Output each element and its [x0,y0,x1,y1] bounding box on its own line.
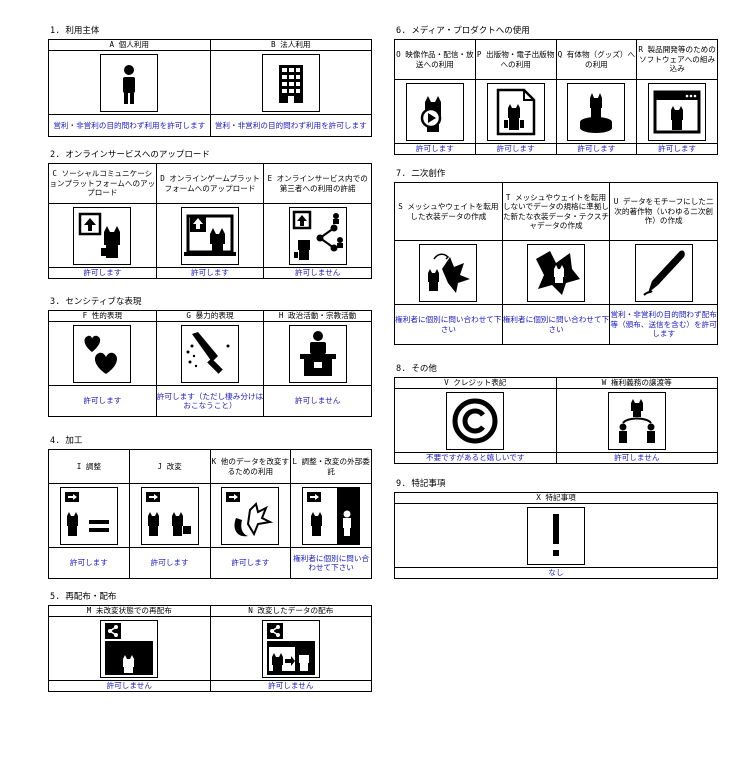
section-title: 5. 再配布・配布 [50,592,117,602]
license-table: X 特記事項 なし [394,492,718,579]
status-text: 許可します [394,143,476,155]
section-title: 2. オンラインサービスへのアップロード [50,150,210,160]
video-icon [405,82,464,141]
column-header: M 未改変状態での再配布 [48,605,211,617]
license-table: I 調整 J 改変 K 他のデータを改変するための利用 L 調整・改変の外部委託 [48,449,372,579]
column-header: R 製品開発等のためのソフトウェアへの組み込み [636,39,718,80]
status-text: 不要ですがあると嬉しいです [394,452,557,464]
status-text: 許可します [474,143,557,155]
section-title: 1. 利用主体 [50,26,100,36]
column-header: B 法人利用 [209,39,372,51]
status-text: 許可しません [555,452,718,464]
knife-icon [180,324,239,383]
status-text: 営利・非営利の目的問わず配布等（頒布、送信を含む）を許可します [609,304,718,345]
adjust-icon [59,486,118,545]
hearts-icon [73,324,132,383]
column-header: U データをモチーフにした二次的著作物（いわゆる二次創作）の作成 [609,182,718,241]
column-header: Q 有体物（グッズ）への利用 [555,39,638,80]
status-text: 許可します [48,547,130,579]
license-table: V クレジット表記 W 権利義務の譲渡等 不要ですがあると嬉しいです 許可しませ… [394,377,718,464]
section-title: 6. メディア・プロダクトへの使用 [396,26,530,36]
upload-game-icon [180,206,239,265]
section-usage-subject: 1. 利用主体 A 個人利用 B 法人利用 営利・非営利の目的問わず [48,26,372,137]
copyright-icon [446,391,505,450]
exclamation-icon [527,506,585,565]
section-title: 3. センシティブな表現 [50,297,142,307]
third-party-icon [288,206,347,265]
section-derivative-works: 7. 二次創作 S メッシュやウェイトを転用した衣装データの作成 T メッシュや… [394,169,718,345]
mesh-icon [419,243,478,302]
status-text: 営利・非営利の目的問わず利用を許可します [48,114,211,137]
section-media-products: 6. メディア・プロダクトへの使用 O 映像作品・配信・放送への利用 P 出版物… [394,26,718,155]
distribute-modified-icon [261,619,320,678]
status-text: 営利・非営利の目的問わず利用を許可します [209,114,372,137]
license-table: C ソーシャルコミュニケーションプラットフォームへのアップロード D オンライン… [48,163,372,279]
section-title: 9. 特記事項 [396,479,446,489]
texture-icon [526,243,585,302]
column-header: H 政治活動・宗教活動 [263,310,372,322]
column-header: L 調整・改変の外部委託 [290,449,372,484]
section-special-notes: 9. 特記事項 X 特記事項 なし [394,479,718,579]
status-text: 許可します [636,143,718,155]
status-text: 許可しません [209,680,372,692]
license-table: S メッシュやウェイトを転用した衣装データの作成 T メッシュやウェイトを転用し… [394,182,718,345]
column-header: X 特記事項 [394,492,718,504]
column-header: J 改変 [128,449,211,484]
column-header: C ソーシャルコミュニケーションプラットフォームへのアップロード [48,163,157,204]
status-text: 権利者に個別に問い合わせて下さい [290,547,372,579]
section-title: 7. 二次創作 [396,169,446,179]
column-header: O 映像作品・配信・放送への利用 [394,39,476,80]
podium-icon [288,324,347,383]
column-header: V クレジット表記 [394,377,557,389]
transfer-icon [607,391,666,450]
column-header: N 改変したデータの配布 [209,605,372,617]
status-text: 許可します [155,267,265,279]
column-header: F 性的表現 [48,310,157,322]
outsource-icon [302,486,361,545]
status-text: 権利者に個別に問い合わせて下さい [501,304,611,345]
column-header: P 出版物・電子出版物への利用 [474,39,557,80]
goods-icon [567,82,626,141]
section-processing: 4. 加工 I 調整 J 改変 K 他のデータを改変するための利用 L 調整・改… [48,436,372,579]
column-header: G 暴力的表現 [155,310,265,322]
column-header: K 他のデータを改変するための利用 [209,449,292,484]
column-header: S メッシュやウェイトを転用した衣装データの作成 [394,182,503,241]
status-text: なし [394,567,718,579]
section-title: 4. 加工 [50,436,83,446]
pen-icon [634,243,693,302]
person-icon [100,53,159,112]
license-table: O 映像作品・配信・放送への利用 P 出版物・電子出版物への利用 Q 有体物（グ… [394,39,718,155]
section-redistribution: 5. 再配布・配布 M 未改変状態での再配布 N 改変したデータの配布 [48,592,372,692]
column-header: I 調整 [48,449,130,484]
modify-icon [140,486,199,545]
status-text: 許可します（ただし棲み分けはおこなうこと） [155,385,265,417]
column-header: T メッシュやウェイトを転用しないでデータの規格に準拠した新たな衣装データ・テク… [501,182,611,241]
status-text: 許可します [128,547,211,579]
column-header: A 個人利用 [48,39,211,51]
section-title: 8. その他 [396,364,437,374]
status-text: 許可します [555,143,638,155]
section-online-upload: 2. オンラインサービスへのアップロード C ソーシャルコミュニケーションプラッ… [48,150,372,279]
column-header: W 権利義務の譲渡等 [555,377,718,389]
section-other: 8. その他 V クレジット表記 W 権利義務の譲渡等 不要ですがあると嬉しいで… [394,364,718,464]
publication-icon [486,82,545,141]
license-table: A 個人利用 B 法人利用 営利・非営利の目的問わず利用を許可します 営利・非営… [48,39,372,137]
status-text: 権利者に個別に問い合わせて下さい [394,304,503,345]
status-text: 許可します [209,547,292,579]
status-text: 許可しません [263,385,372,417]
license-table: F 性的表現 G 暴力的表現 H 政治活動・宗教活動 [48,310,372,417]
status-text: 許可しません [263,267,372,279]
upload-social-icon [73,206,132,265]
building-icon [261,53,320,112]
status-text: 許可しません [48,680,211,692]
column-header: D オンラインゲームプラットフォームへのアップロード [155,163,265,204]
column-header: E オンラインサービス内での第三者への利用の許諾 [263,163,372,204]
section-sensitive-expression: 3. センシティブな表現 F 性的表現 G 暴力的表現 H 政治活動・宗教活動 [48,297,372,417]
license-table: M 未改変状態での再配布 N 改変したデータの配布 [48,605,372,692]
modify-other-icon [221,486,280,545]
redistribute-icon [100,619,159,678]
status-text: 許可します [48,385,157,417]
software-icon [648,82,707,141]
status-text: 許可します [48,267,157,279]
